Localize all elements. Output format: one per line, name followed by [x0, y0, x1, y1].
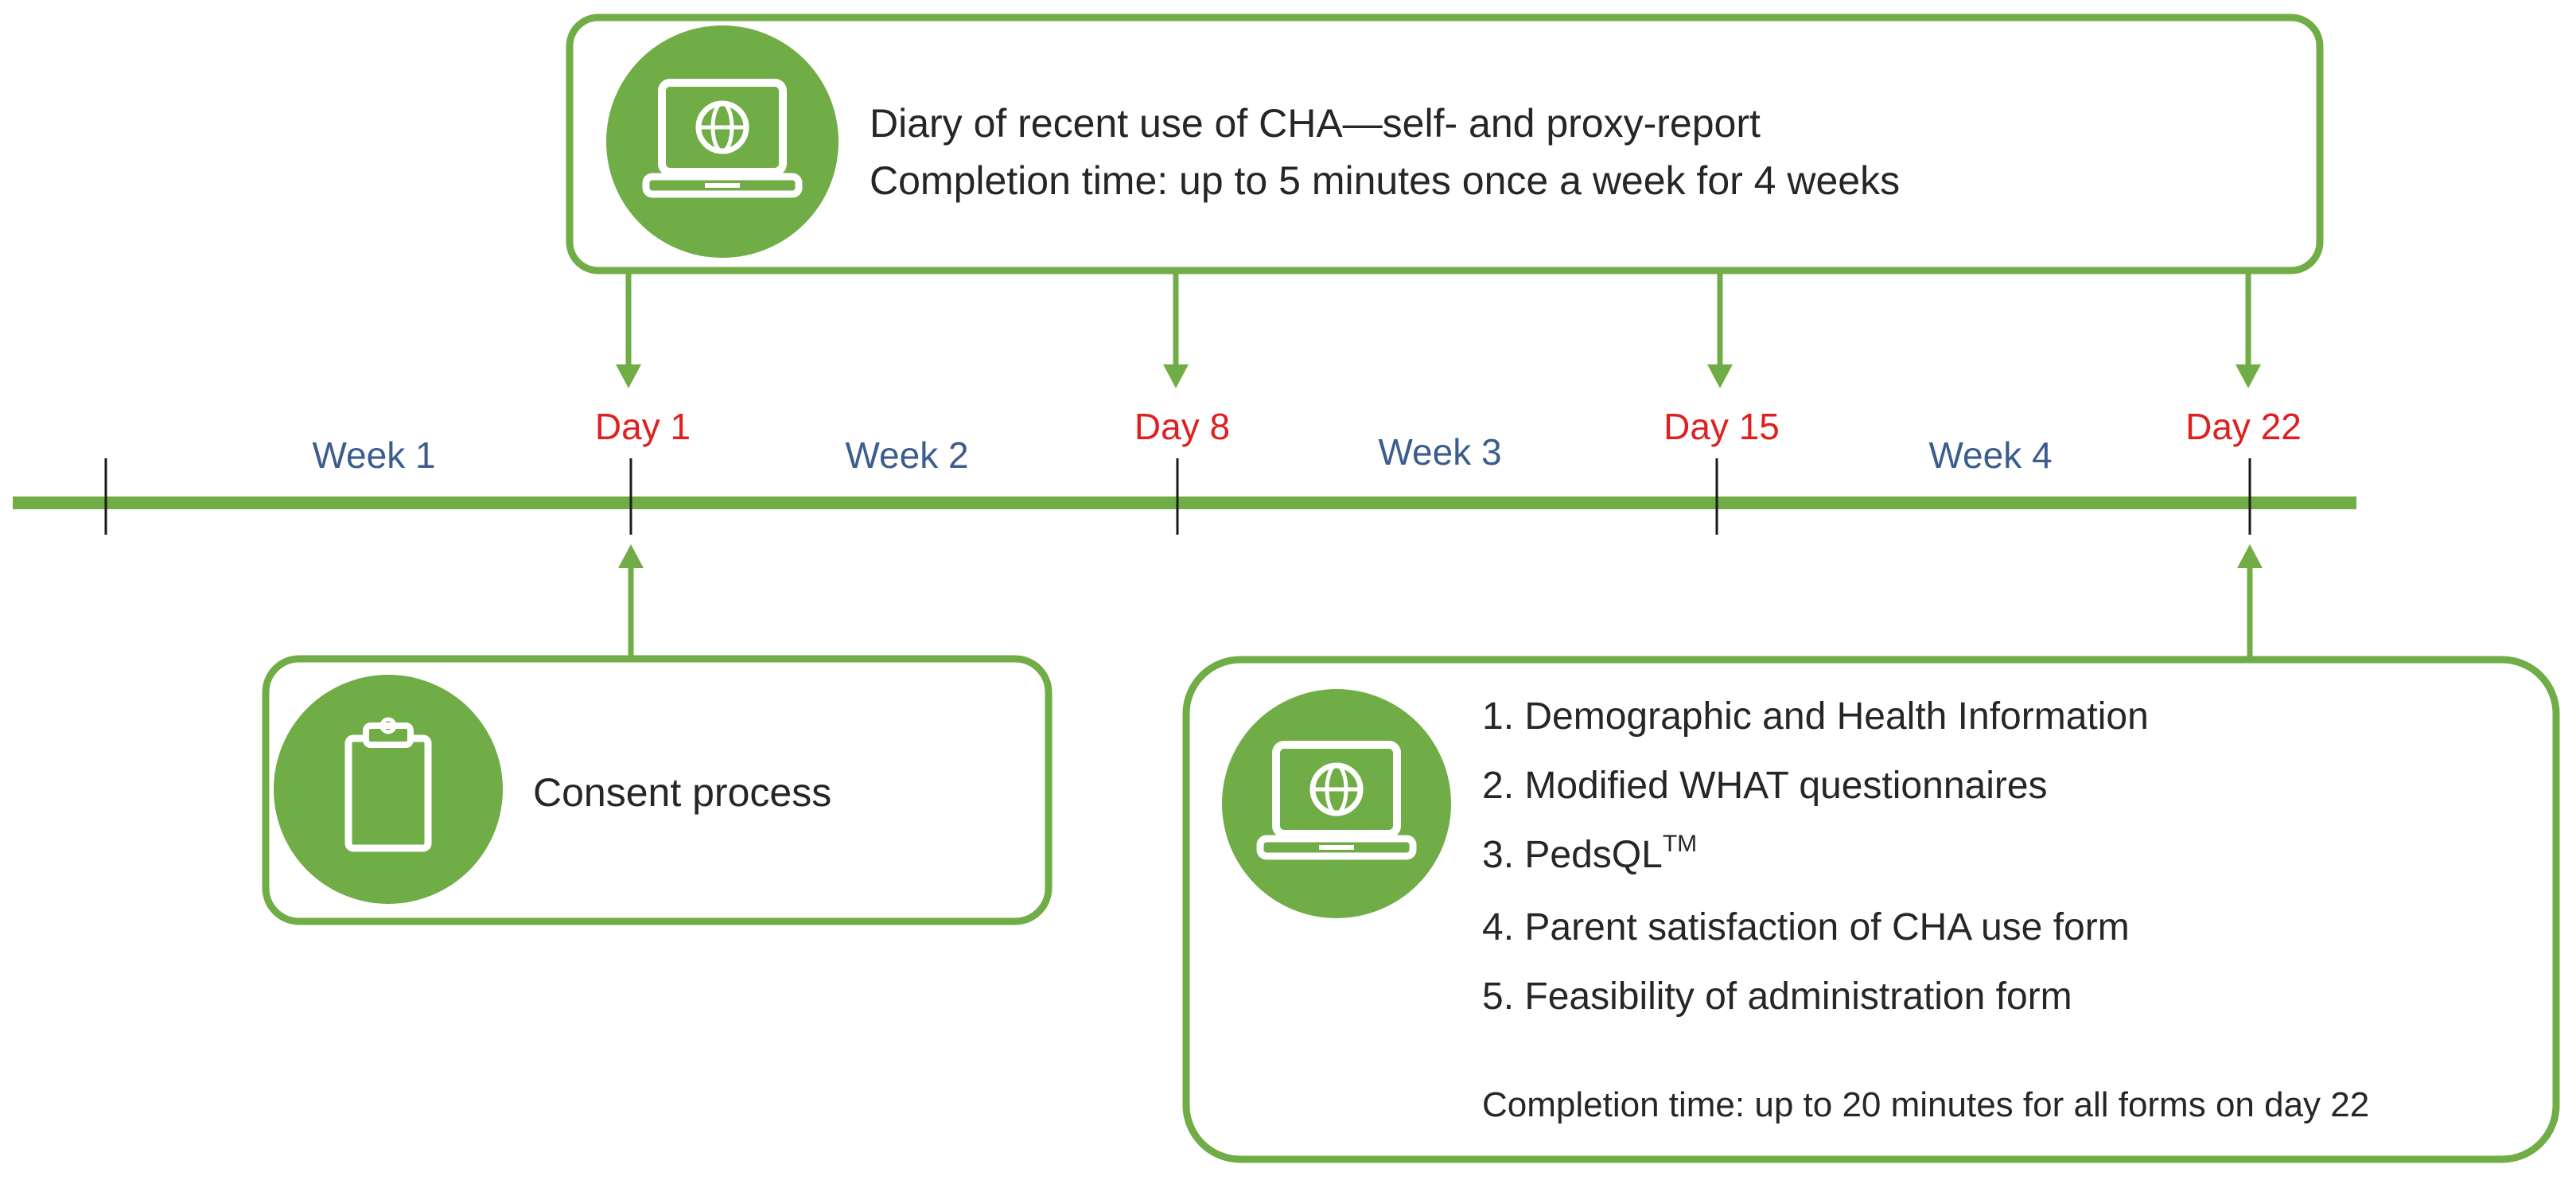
list-item: 1. Demographic and Health Information	[1482, 695, 2149, 738]
pedsql-superscript: TM	[1663, 831, 1697, 857]
arrow-up-head-consent	[618, 544, 644, 568]
week-label-3: Week 3	[1378, 431, 1501, 473]
day-label-15: Day 15	[1664, 406, 1780, 447]
final-forms-list: 1. Demographic and Health Information 2.…	[1482, 695, 2149, 1018]
week-label-2: Week 2	[845, 434, 968, 476]
day-label-8: Day 8	[1134, 406, 1230, 447]
week-label-1: Week 1	[312, 434, 435, 476]
week-label-4: Week 4	[1928, 434, 2052, 476]
list-item: 3. PedsQLTM	[1482, 831, 1697, 876]
arrow-up-head-final	[2237, 544, 2263, 568]
list-item: 4. Parent satisfaction of CHA use form	[1482, 906, 2130, 948]
day-label-22: Day 22	[2185, 406, 2302, 447]
arrow-head-day-1	[616, 364, 641, 388]
pedsql-label: 3. PedsQL	[1482, 834, 1663, 876]
final-forms-box	[1182, 656, 2560, 1163]
list-item: 5. Feasibility of administration form	[1482, 976, 2072, 1018]
arrow-head-day-15	[1707, 364, 1733, 388]
final-completion-time: Completion time: up to 20 minutes for al…	[1482, 1085, 2369, 1124]
day-label-1: Day 1	[595, 406, 691, 447]
consent-label: Consent process	[533, 770, 831, 815]
clipboard-icon	[274, 675, 503, 904]
diary-box	[566, 14, 2324, 275]
diary-completion-time: Completion time: up to 5 minutes once a …	[870, 158, 1900, 203]
arrow-head-day-8	[1163, 364, 1189, 388]
diary-arrows	[616, 274, 2261, 388]
arrow-head-day-22	[2236, 364, 2261, 388]
box-arrows-up	[618, 544, 2263, 657]
laptop-globe-icon	[1222, 689, 1451, 918]
list-item: 2. Modified WHAT questionnaires	[1482, 765, 2048, 807]
timeline-ticks	[104, 458, 2251, 535]
laptop-globe-icon	[606, 25, 839, 258]
diary-title: Diary of recent use of CHA—self- and pro…	[870, 101, 1761, 146]
